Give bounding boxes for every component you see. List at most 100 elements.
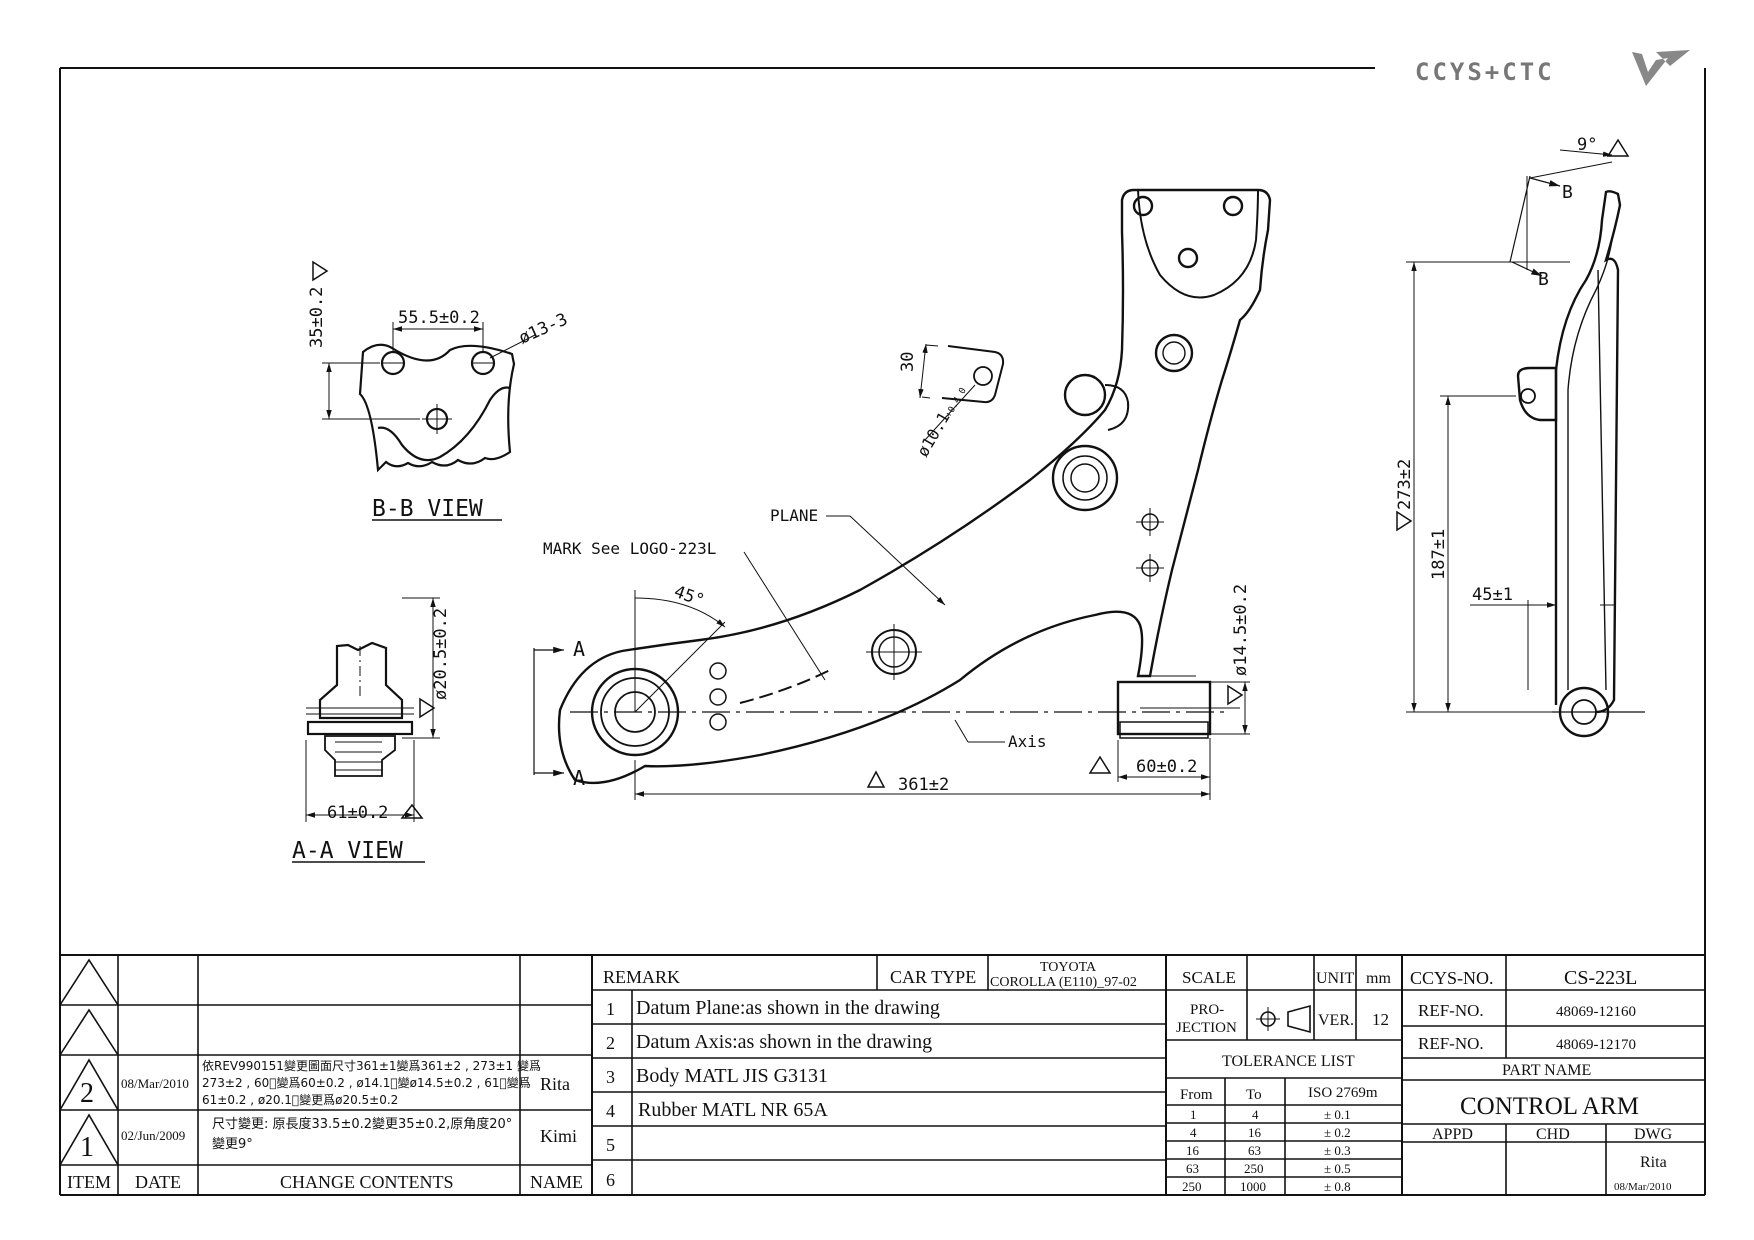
tol-r5-to: 1000 [1240, 1179, 1266, 1194]
remark-4-text: Rubber MATL NR 65A [638, 1099, 828, 1121]
tol-header-to: To [1246, 1087, 1262, 1103]
main-rev-marker-dia [1227, 684, 1244, 706]
aa-view-title: A-A VIEW [292, 838, 403, 864]
dwg-label: DWG [1634, 1126, 1673, 1143]
dwg-date: 08/Mar/2010 [1614, 1181, 1672, 1193]
ref1-label: REF-NO. [1418, 1001, 1484, 1020]
rev-2-item: 2 [80, 1078, 94, 1109]
brand-logo-text: CCYS+CTC [1415, 58, 1555, 86]
tol-r2-to: 16 [1248, 1125, 1262, 1140]
tol-r4-from: 63 [1186, 1161, 1199, 1176]
side-rev-marker-angle [1606, 138, 1630, 157]
car-type-value-2: COROLLA (E110)_97-02 [990, 975, 1137, 990]
bb-view-rev-marker [312, 260, 329, 282]
ver-label: VER. [1318, 1012, 1354, 1029]
part-name: CONTROL ARM [1460, 1093, 1639, 1120]
rev-2-name: Rita [540, 1074, 570, 1094]
rev-2-date: 08/Mar/2010 [121, 1076, 189, 1091]
remarks-table: REMARK CAR TYPE TOYOTA COROLLA (E110)_97… [603, 960, 1137, 1190]
part-name-label: PART NAME [1502, 1062, 1591, 1079]
control-arm-outline [557, 188, 1272, 785]
rev-header-name: NAME [530, 1172, 583, 1192]
remark-1-text: Datum Plane:as shown in the drawing [636, 997, 940, 1019]
rev-1-item: 1 [80, 1132, 94, 1163]
car-type-label: CAR TYPE [890, 967, 976, 987]
ccys-value: CS-223L [1564, 967, 1637, 989]
aa-rev-marker-dia [419, 697, 436, 719]
bb-view-outline [358, 343, 516, 473]
side-angle: 9° [1577, 135, 1597, 155]
remark-5-num: 5 [606, 1135, 615, 1155]
unit-value: mm [1366, 970, 1391, 987]
main-label-mark: MARK See LOGO-223L [543, 539, 716, 558]
main-angle: 45° [671, 582, 707, 611]
remark-2-num: 2 [606, 1033, 615, 1053]
appd-label: APPD [1432, 1126, 1473, 1143]
tol-r2-tol: ± 0.2 [1324, 1125, 1351, 1140]
ref1-value: 48069-12160 [1556, 1004, 1636, 1020]
brand-logo: CCYS+CTC [1415, 50, 1690, 86]
bb-dim-height: 35±0.2 [307, 287, 327, 348]
main-rev-marker-bush [1088, 755, 1112, 774]
tol-r4-tol: ± 0.5 [1324, 1161, 1351, 1176]
remark-4-num: 4 [606, 1101, 615, 1121]
revision-table: 2 08/Mar/2010 依REV990151變更圖面尺寸361±1變爲361… [67, 1058, 583, 1192]
main-dim-length: 361±2 [898, 775, 949, 795]
main-view [533, 188, 1272, 800]
main-dim-bush-dia: ø14.5±0.2 [1231, 584, 1251, 676]
rev-2-contents-1: 依REV990151變更圖面尺寸361±1變爲361±2 , 273±1 變爲 [202, 1058, 541, 1073]
remarks-header: REMARK [603, 967, 680, 987]
main-label-plane: PLANE [770, 506, 818, 525]
side-view [1396, 138, 1645, 738]
dwg-name: Rita [1640, 1154, 1667, 1171]
bb-dim-hole: ø13-3 [516, 309, 571, 348]
main-dim-hole-tol: +0.4 0 [944, 386, 969, 419]
remark-2-text: Datum Axis:as shown in the drawing [636, 1031, 932, 1053]
remark-3-text: Body MATL JIS G3131 [636, 1065, 828, 1087]
tol-r3-tol: ± 0.3 [1324, 1143, 1351, 1158]
main-label-axis: Axis [1008, 732, 1047, 751]
rev-header-date: DATE [135, 1172, 181, 1192]
rev-header-contents: CHANGE CONTENTS [280, 1172, 454, 1192]
unit-label: UNIT [1316, 970, 1354, 987]
ref2-label: REF-NO. [1418, 1034, 1484, 1053]
tol-r1-tol: ± 0.1 [1324, 1107, 1351, 1122]
tol-header-std: ISO 2769m [1308, 1085, 1378, 1101]
side-section-b-top: B [1562, 182, 1573, 203]
brand-logo-mark [1632, 50, 1690, 86]
tol-r4-to: 250 [1244, 1161, 1264, 1176]
ver-value: 12 [1372, 1010, 1389, 1029]
main-dim-bush-width: 60±0.2 [1136, 757, 1197, 777]
main-dim-30: 30 [898, 352, 918, 372]
sheet-border [59, 67, 1706, 1196]
tol-header-from: From [1180, 1087, 1213, 1103]
tolerance-block: SCALE UNIT mm PRO- JECTION VER. 12 TOLER… [1176, 968, 1391, 1194]
remark-3-num: 3 [606, 1067, 615, 1087]
title-block-grid [59, 954, 1705, 1195]
rev-1-contents-1: 尺寸變更: 原長度33.5±0.2變更35±0.2,原角度20° [212, 1116, 512, 1132]
rev-header-item: ITEM [67, 1172, 111, 1192]
side-rev-marker-273 [1396, 510, 1413, 532]
tol-r2-from: 4 [1190, 1125, 1197, 1140]
rev-2-contents-3: 61±0.2 , ø20.1ᷡ變更爲ø20.5±0.2 [202, 1092, 398, 1107]
aa-dim-dia: ø20.5±0.2 [431, 608, 451, 700]
tol-r5-from: 250 [1182, 1179, 1202, 1194]
side-section-b-bottom: B [1538, 269, 1549, 290]
tolerance-title: TOLERANCE LIST [1222, 1053, 1355, 1070]
car-type-value-1: TOYOTA [1040, 960, 1097, 975]
side-dim-187: 187±1 [1429, 529, 1449, 580]
aa-rev-marker-width [400, 803, 424, 819]
remark-1-num: 1 [606, 999, 615, 1019]
aa-dim-width: 61±0.2 [327, 803, 388, 823]
tol-r3-to: 63 [1248, 1143, 1261, 1158]
bb-dim-spacing: 55.5±0.2 [398, 308, 480, 328]
part-info-block: CCYS-NO. CS-223L REF-NO. 48069-12160 REF… [1410, 967, 1673, 1193]
main-rev-marker-length [866, 770, 886, 788]
main-section-a-top: A [573, 637, 585, 661]
scale-label: SCALE [1182, 968, 1236, 987]
bb-view-title: B-B VIEW [372, 496, 483, 522]
tol-r3-from: 16 [1186, 1143, 1200, 1158]
main-section-a-bottom: A [573, 766, 585, 790]
chd-label: CHD [1536, 1126, 1570, 1143]
